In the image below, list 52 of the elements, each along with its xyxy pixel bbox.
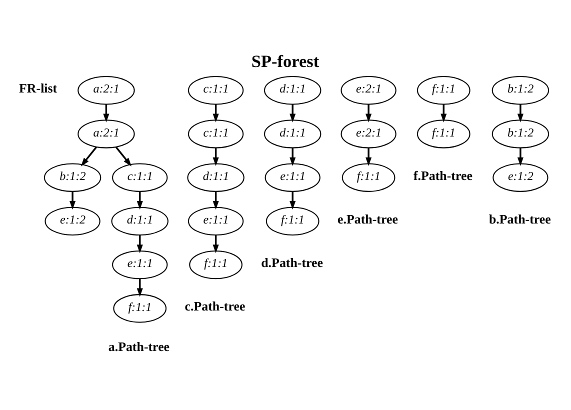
node-ellipse: e:1:2 (44, 206, 100, 236)
arrow (136, 235, 143, 254)
node-ellipse: e:1:1 (188, 206, 244, 236)
node-ellipse: e:2:1 (340, 120, 396, 148)
node-ellipse: a:2:1 (78, 120, 135, 148)
node-ellipse: c:1:1 (188, 120, 244, 148)
node-ellipse: f:1:1 (189, 250, 242, 280)
arrow (440, 104, 447, 122)
node-ellipse: c:1:1 (112, 163, 168, 192)
label: b.Path-tree (488, 211, 551, 226)
arrow (212, 148, 219, 166)
node-ellipse: e:1:2 (492, 163, 548, 192)
node-ellipse: d:1:1 (187, 163, 244, 192)
arrow (212, 192, 219, 210)
node-ellipse: b:1:2 (492, 76, 550, 105)
arrow (136, 278, 143, 297)
arrow (80, 146, 97, 166)
label: e.Path-tree (337, 211, 398, 226)
node-ellipse: e:1:1 (112, 250, 168, 280)
arrow (115, 146, 132, 166)
node-ellipse: f:1:1 (266, 206, 320, 236)
node-ellipse: f:1:1 (416, 120, 470, 148)
node-ellipse: d:1:1 (264, 120, 322, 148)
arrow (517, 148, 524, 166)
node-ellipse: f:1:1 (113, 294, 167, 323)
label: c.Path-tree (184, 298, 246, 314)
diagram-title: SP-forest (251, 52, 320, 71)
arrow (290, 192, 296, 210)
node-ellipse: d:1:1 (111, 206, 168, 236)
node-ellipse: b:1:2 (44, 163, 102, 192)
arrow (212, 235, 219, 254)
label: FR-list (19, 80, 58, 96)
node-ellipse: b:1:2 (492, 120, 550, 148)
node-ellipse: d:1:1 (264, 76, 322, 105)
arrow (366, 148, 372, 166)
arrow (212, 104, 219, 122)
arrow (290, 104, 296, 122)
arrow (103, 104, 110, 122)
arrow (366, 104, 372, 122)
arrow (70, 192, 76, 210)
label: a.Path-tree (108, 338, 170, 354)
arrow (517, 104, 524, 122)
node-ellipse: f:1:1 (416, 76, 470, 105)
node-ellipse: e:1:1 (264, 163, 320, 192)
node-ellipse: f:1:1 (342, 163, 396, 192)
node-ellipse: c:1:1 (188, 76, 244, 105)
label: f.Path-tree (413, 168, 472, 183)
arrow (290, 148, 296, 166)
node-ellipse: e:2:1 (340, 76, 396, 105)
node-ellipse: a:2:1 (78, 76, 135, 105)
arrow (136, 192, 143, 210)
label: d.Path-tree (261, 254, 324, 270)
